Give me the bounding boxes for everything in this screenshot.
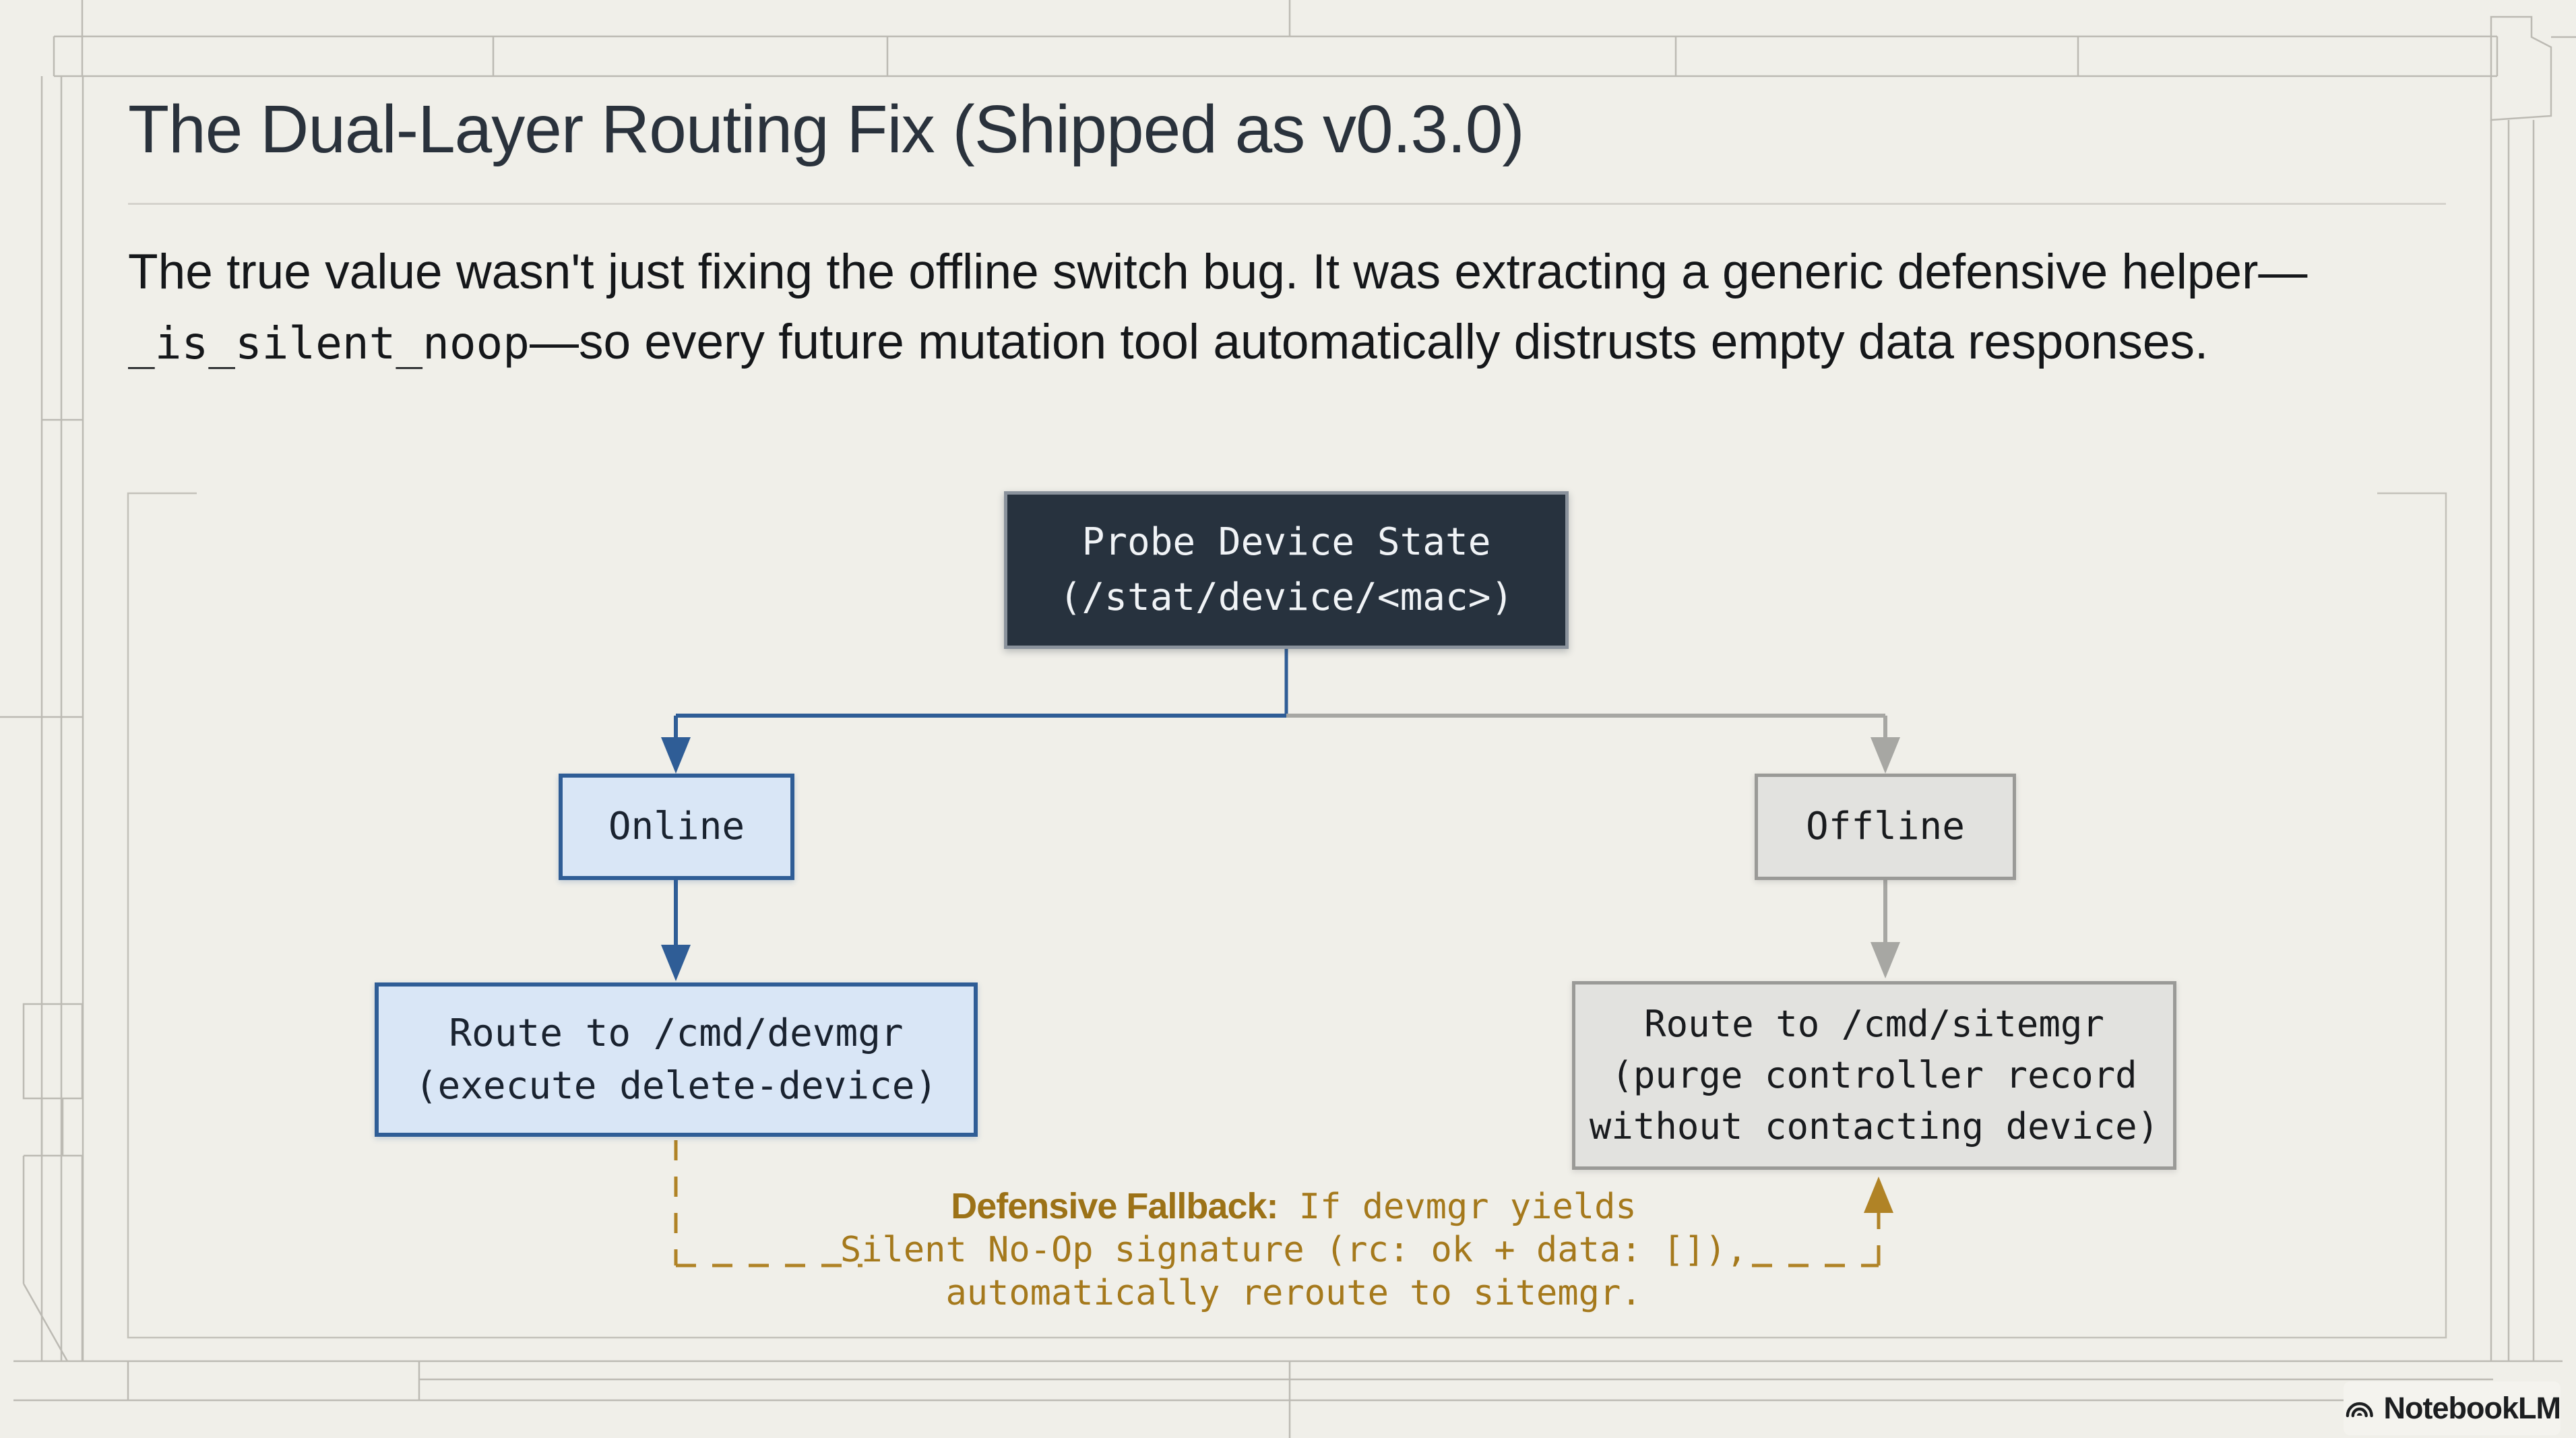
node-offline: Offline xyxy=(1755,774,2016,880)
blueprint-top-ticks xyxy=(53,36,2499,76)
node-devmgr-line2: (execute delete-device) xyxy=(414,1063,938,1108)
page-title: The Dual-Layer Routing Fix (Shipped as v… xyxy=(128,92,1525,167)
blueprint-right-verticals xyxy=(2490,120,2535,1361)
arrowhead-online-to-devmgr xyxy=(661,945,691,981)
node-devmgr-line1: Route to /cmd/devmgr xyxy=(449,1011,904,1055)
fallback-label: Defensive Fallback: xyxy=(951,1186,1278,1226)
fallback-note: Defensive Fallback: If devmgr yields Sil… xyxy=(738,1185,1850,1315)
intro-text-after: —so every future mutation tool automatic… xyxy=(530,314,2209,369)
fallback-line2: Silent No-Op signature (rc: ok + data: [… xyxy=(840,1230,1748,1270)
notebooklm-wave-icon xyxy=(2346,1402,2373,1418)
arrowhead-to-online xyxy=(661,737,691,774)
arrowhead-to-offline xyxy=(1871,737,1900,774)
arrowhead-offline-to-sitemgr xyxy=(1871,942,1900,978)
blueprint-bottom-ticks xyxy=(127,1361,1291,1438)
blueprint-left-ticks xyxy=(0,418,83,718)
intro-paragraph: The true value wasn't just fixing the of… xyxy=(128,237,2412,377)
node-route-devmgr: Route to /cmd/devmgr (execute delete-dev… xyxy=(375,982,978,1137)
notebooklm-brand-text: NotebookLM xyxy=(2383,1391,2561,1425)
node-online: Online xyxy=(559,774,794,880)
node-route-sitemgr: Route to /cmd/sitemgr (purge controller … xyxy=(1572,981,2176,1170)
node-probe-device-state: Probe Device State (/stat/device/<mac>) xyxy=(1004,491,1569,649)
blueprint-top-verticals xyxy=(81,0,1291,76)
blueprint-left-chamfer-shape xyxy=(22,1154,84,1362)
node-sitemgr-line2: (purge controller record xyxy=(1611,1054,2137,1096)
notebooklm-wave-arc-middle xyxy=(2351,1407,2368,1418)
notebooklm-wave-arc-outer xyxy=(2346,1402,2373,1418)
fallback-line3: automatically reroute to sitemgr. xyxy=(945,1273,1642,1313)
arrowhead-fallback-to-sitemgr xyxy=(1864,1177,1893,1213)
intro-code-helper: _is_silent_noop xyxy=(128,317,530,369)
node-sitemgr-line1: Route to /cmd/sitemgr xyxy=(1644,1003,2104,1045)
node-offline-label: Offline xyxy=(1805,805,1965,848)
node-probe-line1: Probe Device State xyxy=(1081,520,1491,564)
blueprint-left-rect xyxy=(22,1003,84,1100)
notebooklm-wave-arc-inner xyxy=(2356,1412,2362,1416)
node-sitemgr-line3: without contacting device) xyxy=(1589,1105,2160,1148)
intro-text-before: The true value wasn't just fixing the of… xyxy=(128,245,2308,299)
blueprint-left-verticals xyxy=(40,76,84,1361)
notebooklm-watermark: NotebookLM xyxy=(2344,1381,2561,1435)
blueprint-right-pentagon xyxy=(2490,15,2552,121)
title-divider xyxy=(128,203,2446,205)
blueprint-left-gap-ticks xyxy=(40,1098,64,1156)
node-online-label: Online xyxy=(608,805,745,848)
fallback-line1: Defensive Fallback: If devmgr yields xyxy=(738,1185,1850,1228)
fallback-line1-rest: If devmgr yields xyxy=(1278,1187,1637,1227)
node-probe-line2: (/stat/device/<mac>) xyxy=(1059,575,1514,619)
